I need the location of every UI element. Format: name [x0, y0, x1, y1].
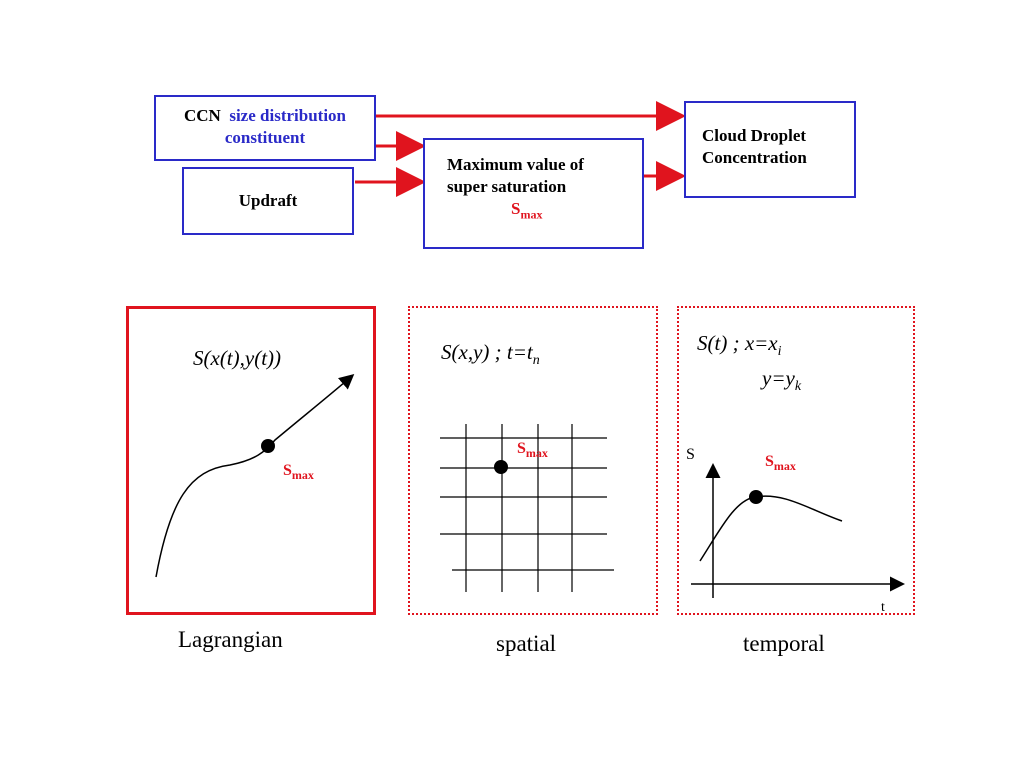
- cdnc-line1: Cloud Droplet: [702, 126, 807, 145]
- ccn-constituent: constituent: [224, 128, 306, 148]
- smax-box-line1: Maximum value of: [447, 155, 584, 174]
- ccn-label: CCN: [184, 106, 221, 125]
- lagrangian-smax-label: Smax: [283, 462, 314, 483]
- temporal-axis-x-label: t: [881, 600, 885, 615]
- temporal-formula-line1: S(t) ; x=xi: [697, 331, 782, 360]
- smax-box-line2: super saturation: [447, 177, 567, 197]
- spatial-smax-point: [494, 460, 508, 474]
- temporal-curve: [699, 495, 843, 562]
- ccn-size-distribution: size distribution: [229, 106, 346, 125]
- spatial-formula: S(x,y) ; t=tn: [441, 340, 540, 369]
- cdnc-line2: Concentration: [702, 148, 807, 168]
- lagrangian-caption: Lagrangian: [178, 627, 283, 652]
- lagrangian-panel: [126, 306, 376, 615]
- lagrangian-smax-point: [261, 439, 275, 453]
- spatial-grid: [440, 424, 614, 592]
- temporal-axis-y-label: S: [686, 446, 695, 463]
- updraft-box: Updraft: [182, 167, 354, 235]
- temporal-caption: temporal: [743, 631, 825, 656]
- temporal-smax-label: Smax: [765, 453, 796, 474]
- temporal-panel: [677, 306, 915, 615]
- updraft-label: Updraft: [238, 190, 298, 210]
- lagrangian-trajectory: [155, 374, 355, 578]
- smax-box-symbol: Smax: [511, 199, 543, 222]
- spatial-panel: [408, 306, 658, 615]
- temporal-smax-point: [749, 490, 763, 504]
- temporal-formula-line2: y=yk: [762, 366, 802, 395]
- cloud-droplet-box: Cloud Droplet Concentration: [684, 101, 856, 198]
- spatial-smax-label: Smax: [517, 440, 548, 461]
- smax-box: Maximum value of super saturation Smax: [423, 138, 644, 249]
- lagrangian-formula: S(x(t),y(t)): [193, 346, 282, 370]
- ccn-box: CCN size distribution constituent: [154, 95, 376, 161]
- spatial-caption: spatial: [496, 631, 557, 656]
